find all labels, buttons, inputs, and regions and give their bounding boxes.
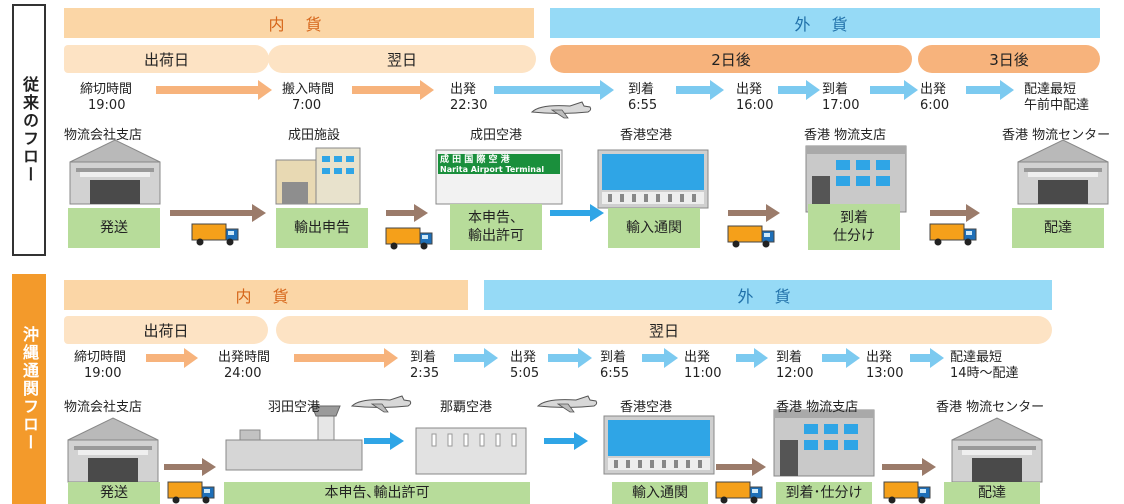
place2-naha: 那覇空港 [440,400,493,415]
section2-label: 沖縄通関フロー [12,274,46,504]
place2-branch: 物流会社支店 [64,400,143,415]
haneda-airport-icon [225,405,363,471]
time-delivery: 配達最短午前中配達 [1024,82,1090,113]
day-3-later: 3日後 [918,45,1100,73]
airplane-icon [351,395,412,413]
section1-label: 従来のフロー [12,4,46,256]
day-next: 翌日 [268,45,536,73]
place-hk-branch: 香港 物流支店 [804,128,887,143]
place-hk-airport: 香港空港 [620,128,673,143]
place-narita-airport: 成田空港 [470,128,523,143]
step2-ship: 発送 [68,482,160,504]
place-branch: 物流会社支店 [64,128,143,143]
warehouse-icon [951,417,1043,483]
day-shipping: 出荷日 [64,45,269,73]
naha-airport-icon [415,427,527,475]
truck-icon [167,481,215,504]
step-ship: 発送 [68,208,160,248]
hk-branch-icon [773,409,875,477]
place-hk-center: 香港 物流センター [1002,128,1111,143]
day-2-later: 2日後 [550,45,912,73]
step-export-declaration: 輸出申告 [276,208,368,248]
step2-import-clearance: 輸入通関 [612,482,708,504]
step-export-permit: 本申告、輸出許可 [450,204,542,250]
foreign-cargo-band: 外 貨 [550,8,1100,38]
warehouse-icon [67,417,159,483]
step-arrival-sorting: 到着仕分け [808,204,900,250]
step2-arrival-sorting: 到着･仕分け [776,482,872,504]
day-next-2: 翌日 [276,316,1052,344]
step2-delivery: 配達 [944,482,1040,504]
place2-haneda: 羽田空港 [268,400,321,415]
narita-facility-icon [275,147,361,205]
truck-icon [883,481,931,504]
place-narita-facility: 成田施設 [288,128,341,143]
truck-icon [715,481,763,504]
step-import-clearance: 輸入通関 [608,208,700,248]
foreign-cargo-band-2: 外 貨 [484,280,1052,310]
step-delivery: 配達 [1012,208,1104,248]
day-shipping-2: 出荷日 [64,316,268,344]
hk-airport-icon [603,415,715,475]
airplane-icon [537,395,598,413]
place2-hk-airport: 香港空港 [620,400,673,415]
place2-hk-branch: 香港 物流支店 [776,400,859,415]
place2-hk-center: 香港 物流センター [936,400,1045,415]
domestic-cargo-band-2: 内 貨 [64,280,468,310]
step2-export-permit: 本申告､輸出許可 [224,482,530,504]
domestic-cargo-band: 内 貨 [64,8,534,38]
